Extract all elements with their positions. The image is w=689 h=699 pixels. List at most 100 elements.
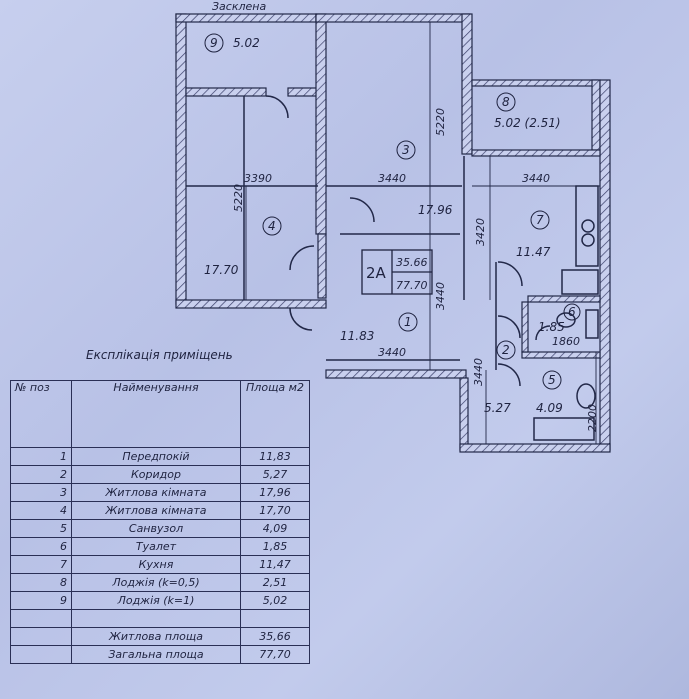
dim-label: 3390 <box>244 172 272 185</box>
summary-pos <box>10 645 72 664</box>
row-name: Передпокій <box>71 447 241 466</box>
dim-label: 3440 <box>378 172 406 185</box>
room-1-area: 11.83 <box>340 329 374 343</box>
header-pos: № поз <box>10 380 72 448</box>
glazed-label: Засклена <box>212 0 266 13</box>
row-name: Кухня <box>71 555 241 574</box>
room-4-marker <box>262 216 282 236</box>
room-5-area: 4.09 <box>536 401 563 415</box>
dim-label: 2200 <box>586 404 599 432</box>
room-3-number: 3 <box>402 143 410 157</box>
row-area: 2,51 <box>240 573 310 592</box>
dim-label: 3440 <box>434 282 447 310</box>
room-7-area: 11.47 <box>516 245 551 259</box>
row-pos: 4 <box>10 501 72 520</box>
row-area: 11,47 <box>240 555 310 574</box>
header-name: Найменування <box>71 380 241 448</box>
row-area: 17,96 <box>240 483 310 502</box>
room-8-area: 5.02 (2.51) <box>494 116 561 130</box>
room-6-marker <box>563 303 581 321</box>
room-5-marker <box>542 370 562 390</box>
room-labels: Засклена 9 5.02 8 5.02 (2.51) 3 17.96 4 … <box>204 0 581 415</box>
legend-header-row: № поз Найменування Площа м2 <box>10 380 310 448</box>
row-area: 17,70 <box>240 501 310 520</box>
row-pos: 9 <box>10 591 72 610</box>
row-pos: 6 <box>10 537 72 556</box>
summary-pos <box>10 627 72 646</box>
stamp-living-area: 35.66 <box>396 256 428 269</box>
row-area: 4,09 <box>240 519 310 538</box>
dim-label: 3440 <box>472 358 485 386</box>
dim-label: 1860 <box>552 335 580 348</box>
row-pos: 5 <box>10 519 72 538</box>
row-name: Лоджія (k=1) <box>71 591 241 610</box>
dim-label: 3440 <box>378 346 406 359</box>
legend-title: Експлікація приміщень <box>86 348 233 362</box>
row-pos: 8 <box>10 573 72 592</box>
blank-cell <box>240 609 310 628</box>
room-3-area: 17.96 <box>418 203 453 217</box>
row-pos: 3 <box>10 483 72 502</box>
area-stamp: 2A 35.66 77.70 <box>361 249 433 295</box>
header-area: Площа м2 <box>240 380 310 448</box>
row-area: 5,02 <box>240 591 310 610</box>
dim-label: 3420 <box>474 218 487 246</box>
summary-area: 35,66 <box>240 627 310 646</box>
summary-name: Житлова площа <box>71 627 241 646</box>
room-8-marker <box>496 92 516 112</box>
room-9-marker <box>204 33 224 53</box>
room-2-marker <box>496 340 516 360</box>
legend-blank-row <box>10 609 310 628</box>
stamp-total-area: 77.70 <box>396 279 428 292</box>
room-3-marker <box>396 140 416 160</box>
room-9-number: 9 <box>210 36 218 50</box>
room-2-number: 2 <box>502 343 510 357</box>
summary-area: 77,70 <box>240 645 310 664</box>
dimension-labels: 3390 3440 3440 3440 5220 5220 3420 3440 … <box>232 108 599 432</box>
row-pos: 2 <box>10 465 72 484</box>
partitions <box>186 95 599 441</box>
dimension-lines <box>186 22 600 444</box>
row-area: 11,83 <box>240 447 310 466</box>
room-2-area: 5.27 <box>484 401 511 415</box>
room-1-number: 1 <box>404 315 412 329</box>
row-pos: 7 <box>10 555 72 574</box>
dim-label: 3440 <box>522 172 550 185</box>
row-pos: 1 <box>10 447 72 466</box>
room-1-marker <box>398 312 418 332</box>
room-7-number: 7 <box>536 213 544 227</box>
room-5-number: 5 <box>548 373 556 387</box>
dim-label: 5220 <box>232 184 245 212</box>
row-name: Житлова кімната <box>71 501 241 520</box>
blank-cell <box>10 609 72 628</box>
room-8-number: 8 <box>502 95 510 109</box>
summary-name: Загальна площа <box>71 645 241 664</box>
room-6-number: 6 <box>568 305 576 319</box>
row-area: 5,27 <box>240 465 310 484</box>
room-6-area: 1.85 <box>538 320 565 334</box>
room-4-number: 4 <box>268 219 276 233</box>
walls <box>175 13 611 453</box>
row-area: 1,85 <box>240 537 310 556</box>
row-name: Коридор <box>71 465 241 484</box>
row-name: Лоджія (k=0,5) <box>71 573 241 592</box>
blank-cell <box>71 609 241 628</box>
apartment-code: 2A <box>366 264 387 282</box>
dim-label: 5220 <box>434 108 447 136</box>
row-name: Санвузол <box>71 519 241 538</box>
room-7-marker <box>530 210 550 230</box>
row-name: Туалет <box>71 537 241 556</box>
